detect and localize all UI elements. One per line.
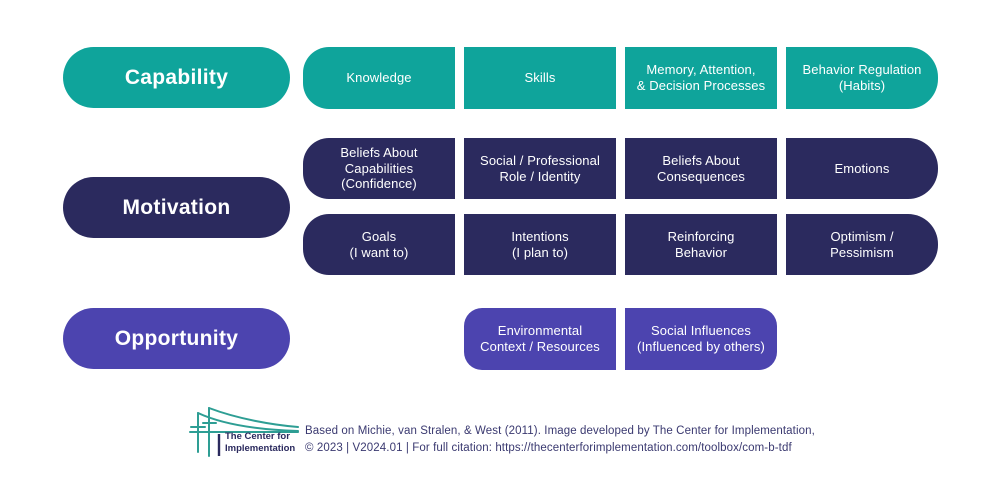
box-social-influences: Social Influences (Influenced by others) — [625, 308, 777, 370]
tci-logo: The Center for Implementation — [188, 404, 302, 462]
logo-text-line1: The Center for — [225, 431, 290, 442]
box-environmental-context: Environmental Context / Resources — [464, 308, 616, 370]
box-social-professional-role: Social / Professional Role / Identity — [464, 138, 616, 199]
motivation-pill: Motivation — [63, 177, 290, 238]
box-beliefs-about-consequences: Beliefs About Consequences — [625, 138, 777, 199]
logo-text: The Center for Implementation — [225, 431, 295, 455]
motivation-boxes-top: Beliefs About Capabilities (Confidence) … — [303, 138, 938, 199]
opportunity-boxes: Environmental Context / Resources Social… — [464, 308, 777, 370]
box-behavior-regulation: Behavior Regulation (Habits) — [786, 47, 938, 109]
box-memory-attention-decision: Memory, Attention, & Decision Processes — [625, 47, 777, 109]
box-reinforcing-behavior: Reinforcing Behavior — [625, 214, 777, 275]
bridge-icon — [189, 407, 299, 457]
box-knowledge: Knowledge — [303, 47, 455, 109]
box-intentions: Intentions (I plan to) — [464, 214, 616, 275]
motivation-boxes-bottom: Goals (I want to) Intentions (I plan to)… — [303, 214, 938, 275]
box-beliefs-about-capabilities: Beliefs About Capabilities (Confidence) — [303, 138, 455, 199]
box-optimism-pessimism: Optimism / Pessimism — [786, 214, 938, 275]
box-skills: Skills — [464, 47, 616, 109]
capability-pill: Capability — [63, 47, 290, 108]
logo-text-line2: Implementation — [225, 442, 296, 454]
capability-boxes: Knowledge Skills Memory, Attention, & De… — [303, 47, 938, 109]
citation-line1: Based on Michie, van Stralen, & West (20… — [305, 425, 815, 437]
citation-text: Based on Michie, van Stralen, & West (20… — [305, 423, 815, 458]
opportunity-pill: Opportunity — [63, 308, 290, 369]
citation-line2: © 2023 | V2024.01 | For full citation: h… — [305, 442, 792, 455]
box-emotions: Emotions — [786, 138, 938, 199]
box-goals: Goals (I want to) — [303, 214, 455, 275]
